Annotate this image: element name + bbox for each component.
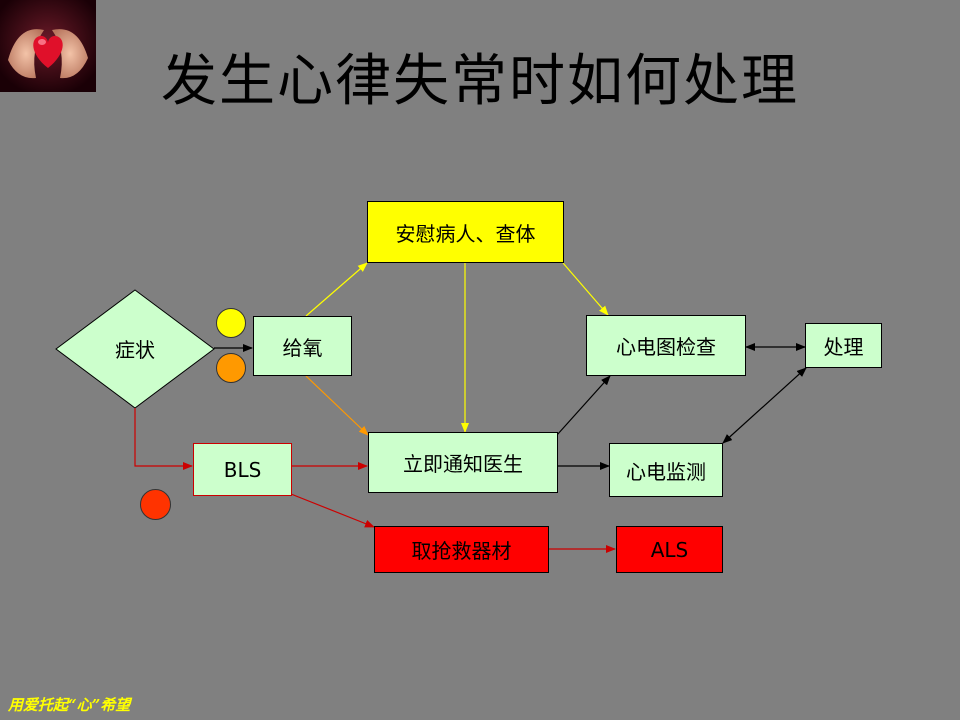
comfort-box: 安慰病人、查体 <box>367 201 564 263</box>
ecg-box: 心电图检查 <box>586 315 746 376</box>
arrow-oxygen-to-comfort <box>305 262 368 317</box>
arrow-monitor-treatment <box>722 367 807 444</box>
heart-in-hands-logo <box>0 0 96 92</box>
bls-box: BLS <box>193 443 292 496</box>
notify-box: 立即通知医生 <box>368 432 558 493</box>
footer-slogan: 用爱托起“心”希望 <box>8 696 131 714</box>
treatment-box: 处理 <box>805 323 882 368</box>
arrow-symptom-to-bls <box>134 408 193 470</box>
als-box: ALS <box>616 526 723 573</box>
page-title: 发生心律失常时如何处理 <box>161 49 799 114</box>
symptom-label: 症状 <box>115 338 155 362</box>
arrow-bls-to-equipment <box>290 493 375 528</box>
arrow-comfort-to-ecg <box>562 262 609 316</box>
monitor-box: 心电监测 <box>609 443 723 497</box>
yellow-indicator-circle <box>216 308 246 338</box>
arrow-notify-to-ecg <box>556 375 611 436</box>
orange-indicator-circle <box>216 353 246 383</box>
arrow-oxygen-to-notify <box>305 375 369 436</box>
equipment-box: 取抢救器材 <box>374 526 549 573</box>
red-indicator-circle <box>140 489 171 520</box>
oxygen-box: 给氧 <box>253 316 352 376</box>
